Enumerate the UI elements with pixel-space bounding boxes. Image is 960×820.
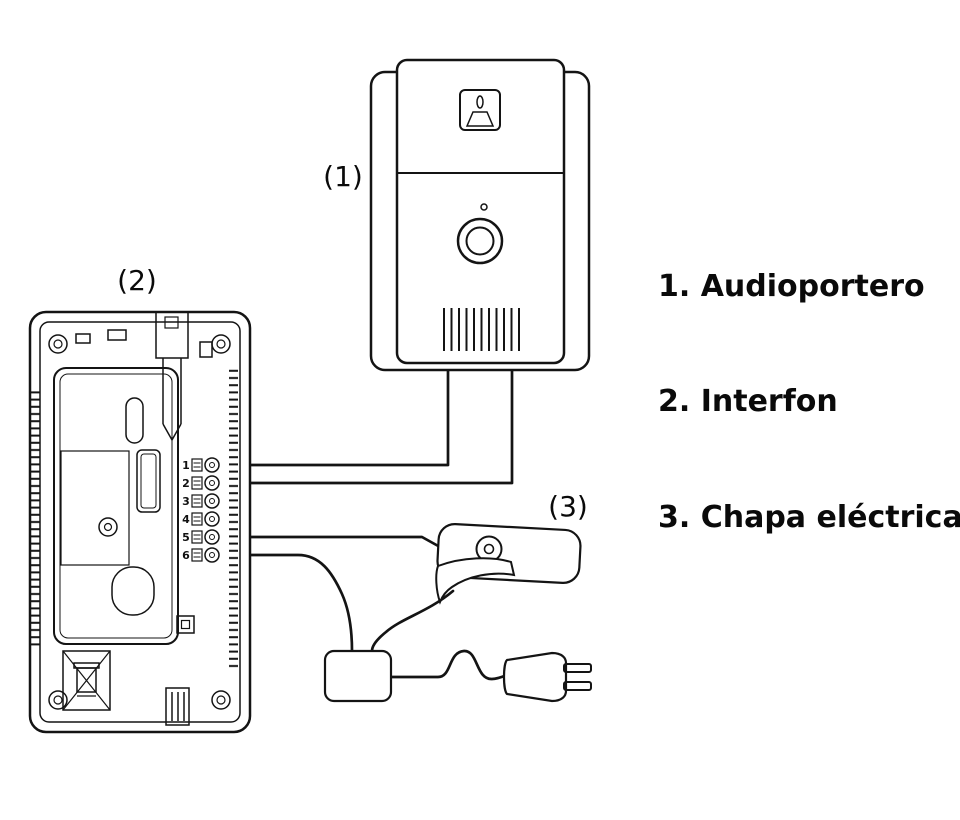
side-slot [136, 449, 161, 513]
microphone-hole [480, 203, 488, 211]
terminal-label-2: 2 [182, 477, 190, 490]
legend-item-chapa-electrica: 3. Chapa eléctrica [658, 500, 960, 535]
square-cutout-inner [180, 619, 191, 630]
adapter-cord [389, 649, 509, 681]
wire-lock-to-adapter [370, 589, 455, 653]
call-button-inner [465, 226, 495, 256]
terminal-row-3 [191, 493, 220, 509]
terminal-label-5: 5 [182, 531, 190, 544]
plug-prong-bottom [563, 681, 592, 691]
legend-item-audioportero: 1. Audioportero [658, 269, 925, 304]
panel-screw-center [103, 522, 113, 532]
electric-lock [435, 523, 582, 605]
callout-door-station: (1) [323, 160, 363, 193]
plug-prong-top [563, 663, 592, 673]
terminal-row-4 [191, 511, 220, 527]
plug-body [502, 651, 568, 703]
speaker-grille [443, 308, 520, 351]
top-cutout-2 [107, 329, 127, 341]
speaker-cavity [60, 450, 130, 566]
terminal-label-1: 1 [182, 459, 190, 472]
door-station-body [395, 58, 566, 365]
panel-screw [98, 517, 118, 537]
door-station [369, 58, 591, 372]
top-cutout-right [199, 341, 213, 358]
terminal-numbers: 1 2 3 4 5 6 [182, 459, 190, 562]
pill-slot [125, 397, 144, 444]
bottom-connector [165, 687, 190, 726]
lock-cylinder-center [483, 543, 495, 555]
vent-slots-left [31, 388, 40, 650]
side-slot-inner [140, 453, 157, 509]
legend-item-interfon: 2. Interfon [658, 384, 838, 419]
callouts: (1) (2) (3) [117, 160, 588, 523]
wire-terminal2-to-door-station [217, 369, 514, 485]
terminal-row-2 [191, 475, 220, 491]
power-adapter [323, 649, 393, 703]
wire-terminal5-to-lock [217, 535, 442, 549]
back-panel-inner-line [59, 373, 173, 639]
callout-lock: (3) [548, 490, 588, 523]
call-button [456, 217, 504, 265]
weee-symbol-icon [62, 650, 111, 711]
back-panel [53, 367, 179, 645]
top-cutout-1 [75, 333, 91, 344]
terminal-row-6 [191, 547, 220, 563]
callout-intercom: (2) [117, 264, 157, 297]
adapter-box [323, 649, 393, 703]
square-cutout [176, 615, 195, 634]
terminal-label-6: 6 [182, 549, 190, 562]
legend: 1. Audioportero 2. Interfon 3. Chapa elé… [658, 269, 960, 535]
intercom-housing [28, 310, 252, 734]
terminal-label-3: 3 [182, 495, 190, 508]
camera-window [459, 89, 501, 131]
camera-hood [465, 111, 495, 127]
camera-lens-icon [476, 95, 484, 109]
terminal-row-1 [191, 457, 220, 473]
intercom-unit: 1 2 3 4 5 6 [28, 310, 252, 734]
bottom-pill-cutout [111, 566, 155, 616]
wire-terminal1-to-door-station [217, 369, 450, 467]
terminal-row-5 [191, 529, 220, 545]
lock-strike-plate [435, 557, 516, 605]
vent-slots-right [229, 366, 238, 672]
terminal-block [191, 457, 220, 563]
terminal-label-4: 4 [182, 513, 190, 526]
wiring [217, 369, 514, 681]
wire-terminal6-to-adapter [217, 553, 354, 653]
power-plug [502, 651, 592, 703]
